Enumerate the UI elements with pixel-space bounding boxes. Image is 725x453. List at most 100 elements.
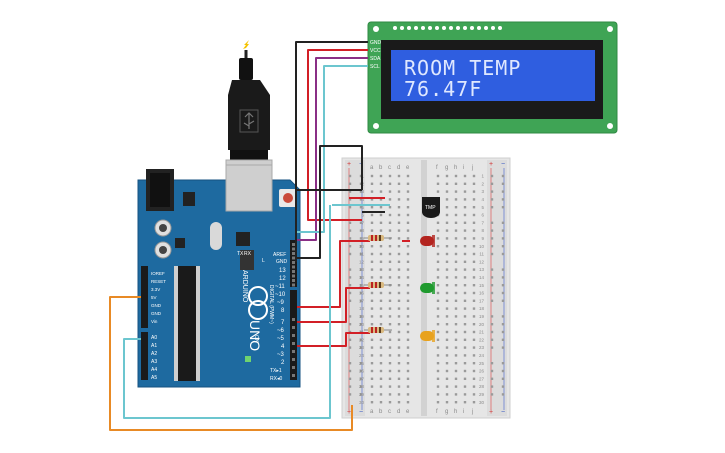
- breadboard-hole[interactable]: [397, 174, 401, 178]
- breadboard-hole[interactable]: [472, 206, 476, 209]
- header-pin[interactable]: [292, 270, 295, 273]
- breadboard-hole[interactable]: [436, 245, 440, 248]
- breadboard-hole[interactable]: [406, 237, 410, 240]
- breadboard-hole[interactable]: [445, 190, 449, 193]
- rail-hole[interactable]: [348, 206, 352, 209]
- rail-hole[interactable]: [348, 252, 352, 256]
- rail-hole[interactable]: [501, 385, 505, 388]
- breadboard-hole[interactable]: [370, 221, 374, 224]
- breadboard-hole[interactable]: [472, 377, 476, 380]
- breadboard-hole[interactable]: [445, 252, 449, 256]
- breadboard-hole[interactable]: [472, 315, 476, 318]
- breadboard-hole[interactable]: [388, 182, 392, 185]
- breadboard-hole[interactable]: [445, 401, 449, 404]
- rail-hole[interactable]: [490, 346, 494, 349]
- breadboard-hole[interactable]: [472, 268, 476, 271]
- breadboard-hole[interactable]: [436, 369, 440, 373]
- breadboard-hole[interactable]: [379, 377, 383, 380]
- header-pin[interactable]: [292, 366, 295, 369]
- resistor-2[interactable]: [364, 282, 392, 288]
- breadboard-hole[interactable]: [445, 206, 449, 209]
- breadboard-hole[interactable]: [388, 221, 392, 224]
- breadboard-hole[interactable]: [406, 174, 410, 178]
- breadboard-hole[interactable]: [388, 206, 392, 209]
- breadboard-hole[interactable]: [445, 338, 449, 341]
- breadboard-hole[interactable]: [472, 284, 476, 287]
- header-pin[interactable]: [292, 265, 295, 269]
- breadboard-hole[interactable]: [454, 252, 458, 256]
- breadboard-hole[interactable]: [370, 354, 374, 357]
- breadboard-hole[interactable]: [379, 291, 383, 295]
- header-pin[interactable]: [292, 283, 295, 287]
- breadboard-hole[interactable]: [370, 206, 374, 209]
- breadboard-hole[interactable]: [406, 377, 410, 380]
- breadboard-hole[interactable]: [463, 330, 467, 334]
- breadboard-hole[interactable]: [463, 307, 467, 310]
- rail-hole[interactable]: [490, 206, 494, 209]
- breadboard-hole[interactable]: [397, 315, 401, 318]
- breadboard-hole[interactable]: [454, 190, 458, 193]
- breadboard-hole[interactable]: [388, 190, 392, 193]
- leds[interactable]: [420, 235, 435, 342]
- breadboard-hole[interactable]: [436, 237, 440, 240]
- rail-hole[interactable]: [348, 245, 352, 248]
- breadboard-hole[interactable]: [463, 237, 467, 240]
- breadboard-hole[interactable]: [406, 330, 410, 334]
- breadboard-hole[interactable]: [463, 245, 467, 248]
- rail-hole[interactable]: [348, 198, 352, 201]
- breadboard-hole[interactable]: [454, 284, 458, 287]
- rail-hole[interactable]: [490, 369, 494, 373]
- rail-hole[interactable]: [348, 229, 352, 232]
- breadboard-hole[interactable]: [454, 221, 458, 224]
- header-pin[interactable]: [292, 318, 295, 321]
- breadboard-hole[interactable]: [445, 369, 449, 373]
- breadboard-hole[interactable]: [472, 245, 476, 248]
- breadboard-hole[interactable]: [388, 330, 392, 334]
- breadboard-hole[interactable]: [454, 229, 458, 232]
- breadboard-hole[interactable]: [397, 393, 401, 396]
- breadboard-hole[interactable]: [370, 299, 374, 302]
- breadboard-hole[interactable]: [397, 229, 401, 232]
- resistor-1[interactable]: [364, 235, 392, 241]
- breadboard-hole[interactable]: [436, 315, 440, 318]
- rail-hole[interactable]: [490, 385, 494, 388]
- breadboard-hole[interactable]: [463, 369, 467, 373]
- breadboard-hole[interactable]: [397, 213, 401, 217]
- rail-hole[interactable]: [501, 174, 505, 178]
- rail-hole[interactable]: [501, 323, 505, 326]
- rail-hole[interactable]: [359, 229, 363, 232]
- breadboard-hole[interactable]: [388, 229, 392, 232]
- breadboard-hole[interactable]: [379, 323, 383, 326]
- breadboard-hole[interactable]: [388, 260, 392, 263]
- breadboard-hole[interactable]: [379, 393, 383, 396]
- breadboard-hole[interactable]: [463, 338, 467, 341]
- breadboard-hole[interactable]: [379, 385, 383, 388]
- header-pin[interactable]: [292, 334, 295, 337]
- rail-hole[interactable]: [348, 377, 352, 380]
- rail-hole[interactable]: [490, 221, 494, 224]
- rail-hole[interactable]: [501, 338, 505, 341]
- rail-hole[interactable]: [501, 206, 505, 209]
- breadboard-hole[interactable]: [463, 276, 467, 279]
- breadboard-hole[interactable]: [472, 190, 476, 193]
- breadboard-hole[interactable]: [370, 182, 374, 185]
- rail-hole[interactable]: [348, 268, 352, 271]
- rail-hole[interactable]: [490, 338, 494, 341]
- breadboard-hole[interactable]: [370, 362, 374, 365]
- breadboard-hole[interactable]: [370, 369, 374, 373]
- rail-hole[interactable]: [348, 315, 352, 318]
- rail-hole[interactable]: [490, 174, 494, 178]
- breadboard-hole[interactable]: [463, 190, 467, 193]
- rail-hole[interactable]: [359, 237, 363, 240]
- breadboard-hole[interactable]: [388, 385, 392, 388]
- breadboard-hole[interactable]: [463, 260, 467, 263]
- breadboard-hole[interactable]: [472, 174, 476, 178]
- breadboard-hole[interactable]: [397, 237, 401, 240]
- breadboard-hole[interactable]: [454, 338, 458, 341]
- rail-hole[interactable]: [359, 291, 363, 295]
- breadboard-hole[interactable]: [397, 276, 401, 279]
- breadboard-hole[interactable]: [436, 229, 440, 232]
- rail-hole[interactable]: [501, 291, 505, 295]
- breadboard-hole[interactable]: [406, 315, 410, 318]
- breadboard-hole[interactable]: [397, 252, 401, 256]
